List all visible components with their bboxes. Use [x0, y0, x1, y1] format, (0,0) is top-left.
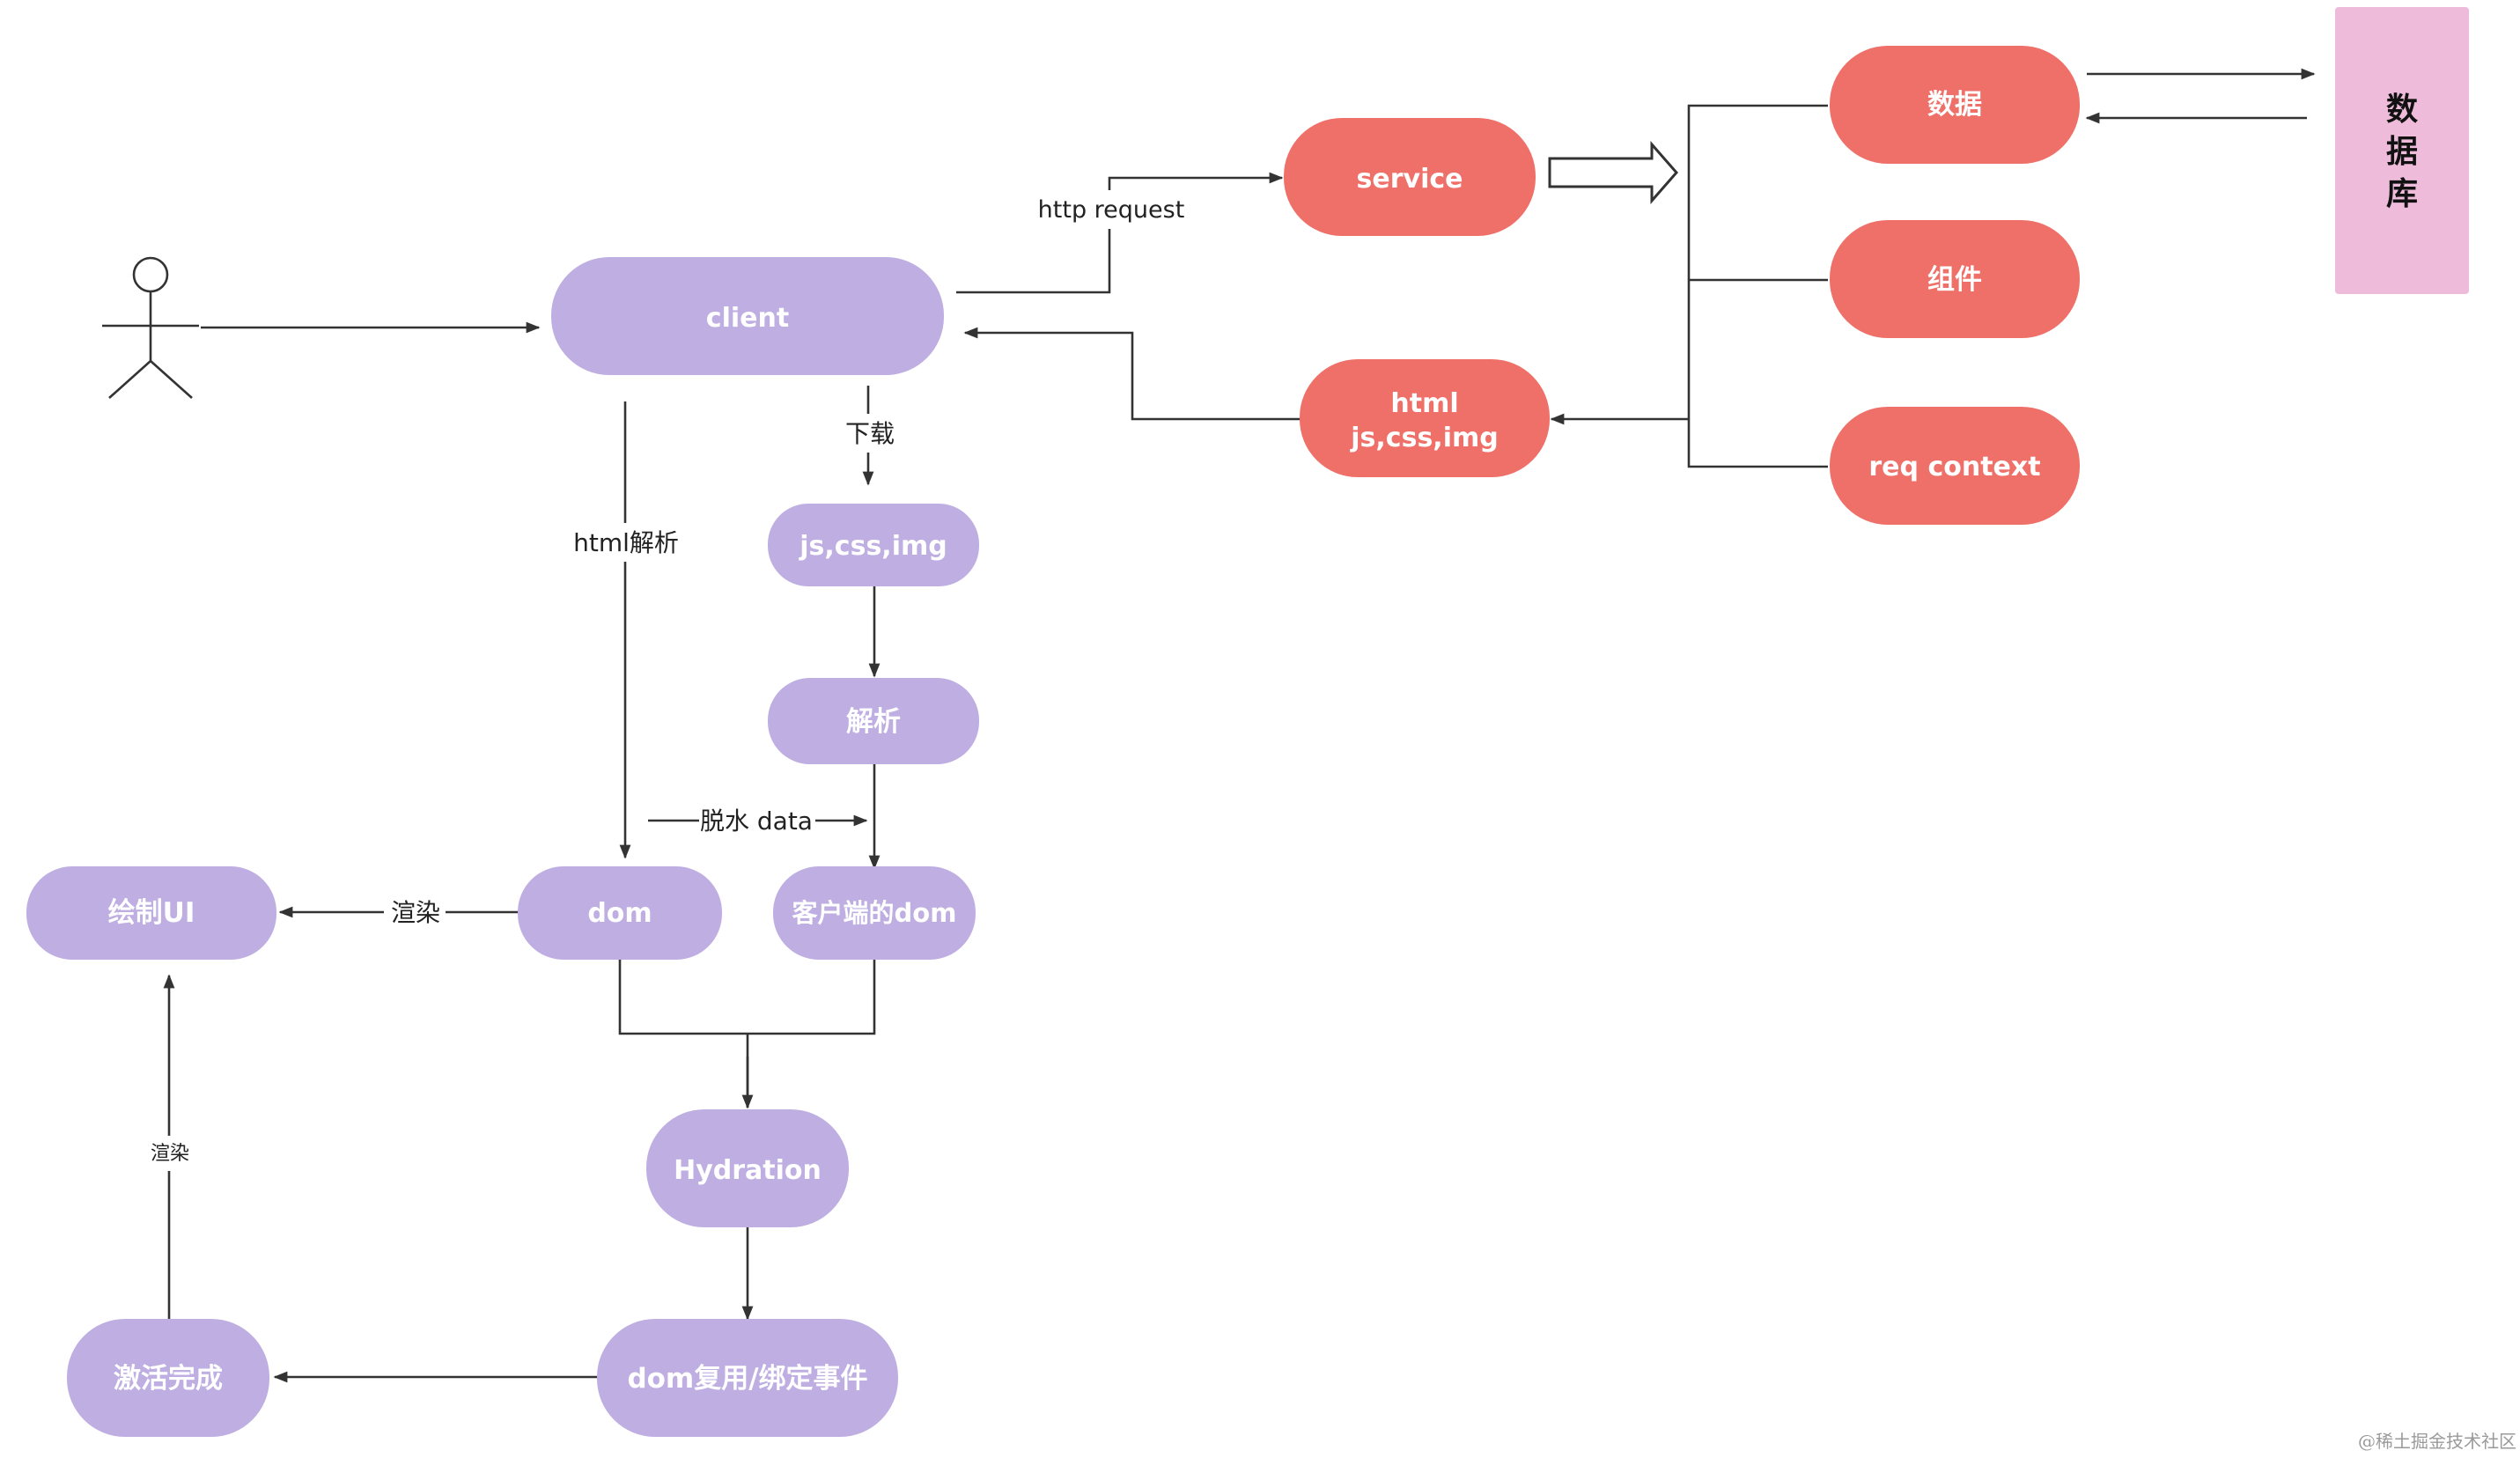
hydration-label: Hydration	[674, 1155, 822, 1186]
service-node: service	[1284, 118, 1536, 236]
database-char-1: 数	[2386, 92, 2418, 128]
response-label-html: html	[1390, 388, 1458, 419]
activated-label: 激活完成	[114, 1363, 223, 1395]
assets-node: js,css,img	[768, 504, 979, 586]
assets-label: js,css,img	[799, 531, 947, 562]
client-dom-label: 客户端的dom	[792, 898, 957, 928]
data-label: 数据	[1927, 89, 1982, 121]
client-dom-node: 客户端的dom	[773, 866, 976, 960]
parse-node: 解析	[768, 678, 979, 764]
req-context-label: req context	[1868, 452, 2040, 482]
render-label-up: 渲染	[151, 1143, 189, 1165]
data-node: 数据	[1830, 46, 2080, 164]
client-node: client	[551, 257, 944, 375]
watermark: @稀土掘金技术社区	[2358, 1431, 2516, 1452]
dom-reuse-node: dom复用/绑定事件	[597, 1319, 898, 1437]
service-label: service	[1357, 164, 1463, 195]
dom-reuse-label: dom复用/绑定事件	[627, 1363, 867, 1395]
activated-node: 激活完成	[67, 1319, 269, 1437]
http-request-label: http request	[1038, 196, 1185, 224]
database-block: 数 据 库	[2335, 7, 2469, 294]
req-context-node: req context	[1830, 407, 2080, 525]
parse-label: 解析	[846, 706, 901, 738]
draw-ui-node: 绘制UI	[26, 866, 276, 960]
database-char-2: 据	[2386, 134, 2418, 170]
dehydrate-data-label: 脱水 data	[700, 806, 813, 836]
hollow-arrow	[1548, 141, 1678, 204]
edge-response-to-client	[963, 327, 1301, 421]
render-label-left: 渲染	[391, 898, 440, 927]
response-node: html js,css,img	[1300, 359, 1550, 477]
hydration-node: Hydration	[646, 1109, 849, 1227]
client-label: client	[706, 303, 789, 334]
component-node: 组件	[1830, 220, 2080, 338]
database-char-3: 库	[2386, 176, 2418, 212]
edge-bracket	[1687, 104, 1828, 468]
dom-label: dom	[587, 898, 652, 929]
dom-node: dom	[518, 866, 722, 960]
user-stick-figure-icon	[102, 256, 199, 399]
edge-client-to-service	[956, 172, 1284, 294]
component-label: 组件	[1927, 264, 1982, 296]
download-label: 下载	[845, 419, 895, 448]
draw-ui-label: 绘制UI	[108, 897, 195, 929]
html-parse-label: html解析	[573, 528, 679, 557]
response-label-assets: js,css,img	[1350, 423, 1498, 453]
